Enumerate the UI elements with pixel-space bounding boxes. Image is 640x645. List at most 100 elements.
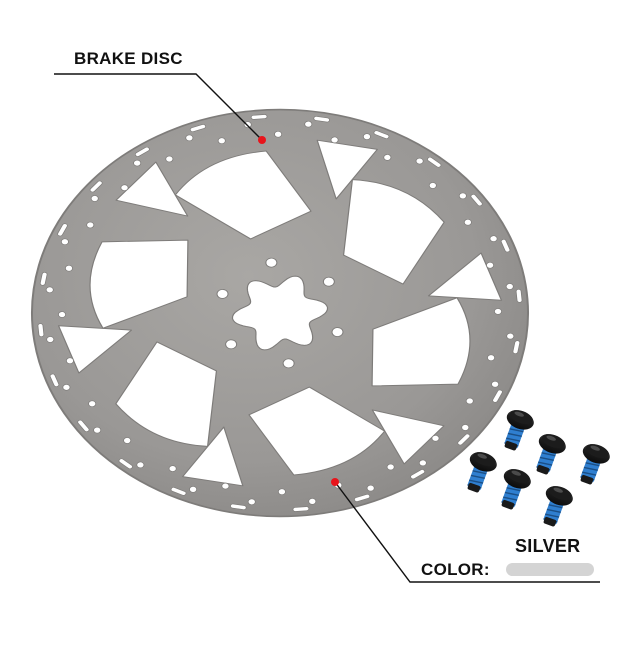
rim-slot [500,239,511,253]
torx-bolt [504,410,534,451]
rim-slot [134,146,150,157]
rim-hole [461,424,470,431]
rim-slot [427,156,442,168]
rim-hole [362,133,371,140]
rim-slot [77,419,90,432]
rim-hole [308,498,317,505]
rim-slot [515,288,523,303]
rim-hole [277,488,286,496]
rim-hole [88,400,97,408]
rim-slot [470,194,483,207]
rim-slot [410,469,426,480]
rim-slot [457,433,471,446]
rim-slot [512,340,521,354]
rim-hole [93,426,102,434]
disc-cutout [57,325,133,374]
brake-disc-label: BRAKE DISC [74,49,183,68]
rim-hole [487,354,496,362]
rim-hole [165,155,174,163]
rim-hole [428,182,437,189]
disc-cutout [115,341,218,447]
rim-hole [458,192,467,200]
mounting-hole [225,339,238,350]
rim-slot [170,487,187,496]
rim-slot [39,272,48,286]
rim-hole [489,235,498,242]
torx-bolt [536,434,566,475]
disc-cutout [115,161,189,217]
rim-hole [386,463,395,471]
mounting-hole [331,327,344,337]
mounting-hole [322,276,335,287]
rim-hole [62,384,71,391]
mounting-bolts [467,410,610,527]
disc-cutout [427,252,503,301]
rim-hole [123,437,132,444]
mounting-hole [282,358,295,369]
disc-cutout [248,386,386,476]
rim-hole [86,221,95,229]
rim-slot [189,124,206,132]
disc-cutout [89,239,189,329]
rim-hole [383,154,392,161]
color-marker-dot [331,478,339,486]
rim-hole [304,120,313,128]
rim-hole [168,465,177,472]
mounting-hole [216,289,229,299]
brake-disc-rotor [31,108,529,518]
rim-hole [486,261,495,269]
rim-hole [217,137,226,145]
rim-slot [37,323,45,338]
rim-hole [65,357,74,365]
torx-bolt [543,486,573,527]
color-label: COLOR: [421,560,490,579]
rim-slot [250,114,268,120]
rim-hole [120,184,129,191]
torx-bolt [580,444,610,485]
rim-hole [491,380,500,388]
rim-hole [189,486,198,493]
rim-hole [60,238,69,246]
rim-hole [465,397,474,405]
rim-hole [136,461,145,469]
brake-disc-leader-line [54,73,266,144]
rim-hole [366,484,375,492]
disc-cutout [174,150,312,240]
rim-slot [118,458,133,470]
disc-cutout [182,426,244,487]
disc-cutout [316,139,378,200]
rim-slot [57,223,68,237]
rim-slot [230,503,247,510]
rim-slot [373,130,390,139]
rim-slot [354,494,371,502]
rim-hole [247,498,256,506]
rim-hole [45,286,54,294]
mounting-hole [265,257,278,268]
rim-hole [505,283,514,290]
rim-slot [89,180,103,193]
rim-slot [492,389,503,403]
torx-bolt [501,469,531,510]
rim-hole [46,336,55,343]
rim-hole [185,134,194,142]
rim-hole [90,195,99,202]
torx-bolt [467,452,497,493]
color-value: SILVER [515,536,581,556]
rim-hole [330,136,339,144]
rim-hole [506,332,515,340]
rim-hole [64,264,73,272]
brake-disc-marker-dot [258,136,266,144]
rim-hole [418,459,427,467]
color-swatch [506,563,594,576]
rim-hole [274,130,283,138]
rim-hole [431,435,440,442]
rim-hole [415,157,424,165]
disc-cutout [371,297,471,387]
rim-hole [58,311,67,318]
rim-slot [49,373,60,387]
disc-cutout [371,409,445,465]
color-leader-line [331,478,600,583]
rim-slot [292,506,310,512]
